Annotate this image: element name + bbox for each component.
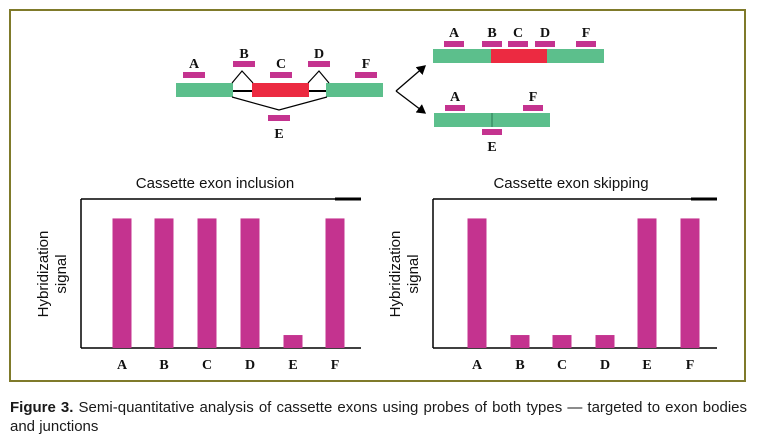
inclusion-label-a: A xyxy=(449,26,460,41)
inclusion-exon-2 xyxy=(547,49,604,63)
bar-f xyxy=(325,218,345,348)
label-d: D xyxy=(314,47,324,62)
label-c: C xyxy=(276,57,286,72)
inclusion-exon-1 xyxy=(433,49,493,63)
probe-d xyxy=(308,61,330,67)
skipping-label-e: E xyxy=(487,140,496,155)
inclusion-ylabel-line-2: signal xyxy=(53,254,70,293)
bar-c xyxy=(552,335,572,348)
skipping-exon-2 xyxy=(492,113,550,127)
bar-c xyxy=(197,218,217,348)
bar-d xyxy=(595,335,615,348)
inclusion-probe-d xyxy=(535,41,555,47)
exon-1 xyxy=(176,83,233,97)
cassette-exon xyxy=(252,83,309,97)
probe-b xyxy=(233,61,255,67)
skipping-probe-f xyxy=(523,105,543,111)
tick-label-f: F xyxy=(331,358,340,373)
inclusion-label-c: C xyxy=(513,26,523,41)
label-b: B xyxy=(239,47,248,62)
inclusion-probe-c xyxy=(508,41,528,47)
inclusion-tick-labels: A B C D E F xyxy=(117,358,339,373)
inclusion-bars xyxy=(112,218,345,348)
skipping-exon-1 xyxy=(434,113,493,127)
tick-label-a: A xyxy=(472,358,483,373)
inclusion-label-b: B xyxy=(487,26,496,41)
skipping-label-a: A xyxy=(450,90,461,105)
bar-e xyxy=(283,335,303,348)
inclusion-probe-b xyxy=(482,41,502,47)
tick-label-b: B xyxy=(515,358,524,373)
junction-b-line xyxy=(231,70,254,84)
tick-label-c: C xyxy=(202,358,212,373)
probe-e xyxy=(268,115,290,121)
probe-c xyxy=(270,72,292,78)
inclusion-label-d: D xyxy=(540,26,550,41)
skipping-probe-e xyxy=(482,129,502,135)
skip-junction-line xyxy=(231,96,328,111)
bar-e xyxy=(637,218,657,348)
tick-label-c: C xyxy=(557,358,567,373)
inclusion-probe-a xyxy=(444,41,464,47)
skipping-isoform: A F E xyxy=(434,90,550,155)
skipping-bars xyxy=(467,218,700,348)
caption-text: Semi-quantitative analysis of cassette e… xyxy=(10,399,747,435)
inclusion-ylabel-line-1: Hybridization xyxy=(35,231,52,318)
inclusion-chart-title: Cassette exon inclusion xyxy=(136,175,294,192)
figure-frame: A B C D E F A xyxy=(9,9,746,382)
caption-label: Figure 3. xyxy=(10,399,74,416)
bar-b xyxy=(154,218,174,348)
skipping-probe-a xyxy=(445,105,465,111)
skipping-chart-title: Cassette exon skipping xyxy=(493,175,648,192)
inclusion-label-f: F xyxy=(582,26,591,41)
skipping-ylabel-line-1: Hybridization xyxy=(387,231,404,318)
skipping-chart: Cassette exon skipping Hybridization sig… xyxy=(387,175,717,373)
tick-label-d: D xyxy=(245,358,255,373)
inclusion-cassette-exon xyxy=(491,49,549,63)
label-a: A xyxy=(189,57,200,72)
splicing-arrows xyxy=(395,65,427,114)
tick-label-a: A xyxy=(117,358,128,373)
probe-f xyxy=(355,72,377,78)
exon-2 xyxy=(326,83,383,97)
figure-diagram: A B C D E F A xyxy=(35,26,717,373)
tick-label-b: B xyxy=(159,358,168,373)
bar-a xyxy=(467,218,487,348)
skipping-ylabel-line-2: signal xyxy=(405,254,422,293)
probe-a xyxy=(183,72,205,78)
inclusion-isoform: A B C D F xyxy=(433,26,604,63)
tick-label-f: F xyxy=(686,358,695,373)
bar-a xyxy=(112,218,132,348)
tick-label-e: E xyxy=(642,358,651,373)
bar-b xyxy=(510,335,530,348)
arrow-to-inclusion xyxy=(395,65,426,92)
tick-label-e: E xyxy=(288,358,297,373)
junction-d-line xyxy=(307,70,330,84)
pre-mrna-schematic: A B C D E F xyxy=(176,47,383,142)
skipping-label-f: F xyxy=(529,90,538,105)
bar-f xyxy=(680,218,700,348)
bar-d xyxy=(240,218,260,348)
figure-caption: Figure 3. Semi-quantitative analysis of … xyxy=(10,398,747,436)
label-f: F xyxy=(362,57,371,72)
inclusion-chart: Cassette exon inclusion Hybridization si… xyxy=(35,175,361,373)
tick-label-d: D xyxy=(600,358,610,373)
arrow-to-skipping xyxy=(395,90,427,114)
skipping-tick-labels: A B C D E F xyxy=(472,358,694,373)
inclusion-probe-f xyxy=(576,41,596,47)
label-e: E xyxy=(274,127,283,142)
